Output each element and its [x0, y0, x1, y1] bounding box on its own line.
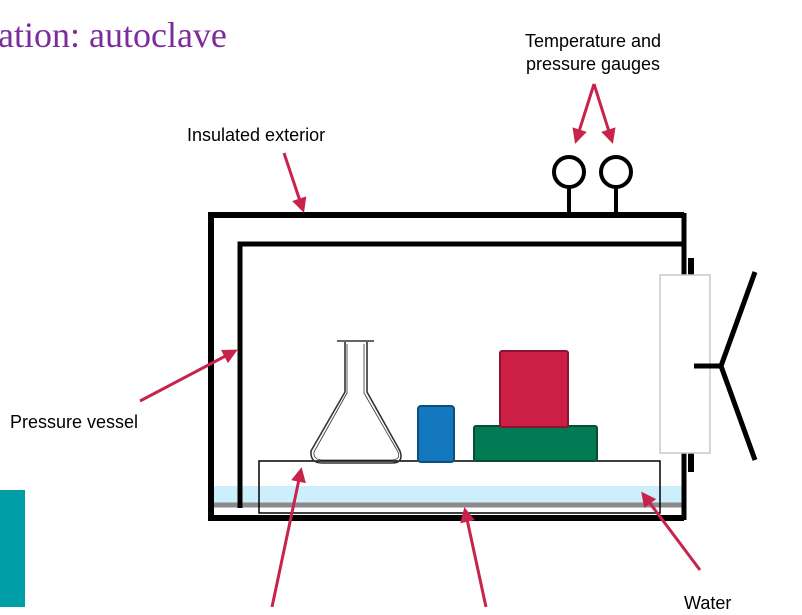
pressure-vessel-wall [237, 241, 684, 508]
tray-arrow [270, 467, 306, 607]
door-handle-upper [718, 271, 758, 367]
tray [258, 460, 661, 514]
gauges-arrow-left [572, 83, 596, 144]
water-arrow [641, 491, 702, 571]
insulated-exterior-wall [208, 212, 684, 521]
gauges-arrow-right [592, 83, 616, 144]
floor-arrow [460, 507, 488, 607]
gauges-label-line2: pressure gauges [525, 54, 661, 74]
water-layer [214, 486, 684, 506]
temperature-gauge-icon [552, 155, 586, 189]
insulated-exterior-label: Insulated exterior [187, 125, 326, 145]
page-title: ation: autoclave [0, 15, 227, 55]
flask-icon [310, 340, 402, 464]
pressure-gauge-icon [599, 155, 633, 189]
green-box [473, 425, 598, 462]
teal-slide-block [0, 490, 25, 607]
blue-container [417, 405, 455, 463]
door-handle-lower [718, 365, 758, 461]
insulated-exterior-arrow [282, 152, 307, 213]
gauges-label-line1: Temperature and [524, 31, 662, 51]
pressure-vessel-arrow [139, 349, 238, 403]
gauges-label: Temperature and pressure gauges [488, 30, 698, 76]
pressure-vessel-label: Pressure vessel [10, 412, 139, 432]
red-box [499, 350, 569, 428]
